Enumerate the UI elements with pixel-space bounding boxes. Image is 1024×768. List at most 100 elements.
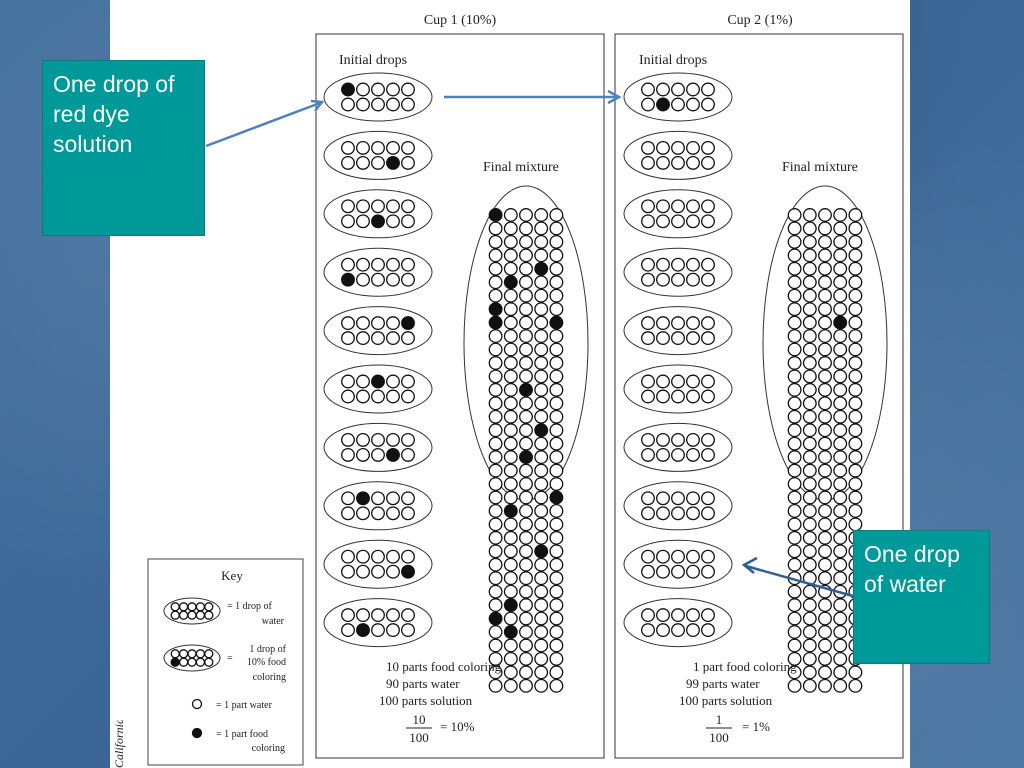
water-part — [671, 608, 685, 623]
water-part — [671, 389, 685, 404]
food-coloring-part — [503, 503, 518, 518]
water-part — [519, 625, 533, 639]
water-part — [787, 530, 802, 545]
water-part — [519, 436, 533, 451]
cup2-calc-line1: 1 part food coloring — [693, 659, 797, 674]
water-part — [818, 503, 832, 518]
water-part — [503, 221, 518, 236]
water-part — [549, 517, 564, 532]
water-part — [519, 356, 533, 370]
water-part — [802, 598, 817, 613]
water-part — [656, 331, 670, 346]
water-part — [371, 447, 385, 462]
water-part — [656, 491, 670, 506]
water-part — [802, 638, 817, 653]
cup1-calc-numerator: 10 — [413, 712, 426, 727]
key-title: Key — [221, 568, 243, 583]
water-part — [534, 208, 549, 222]
water-part — [519, 557, 533, 572]
water-part — [787, 382, 802, 397]
initial-drop — [623, 481, 733, 531]
water-part — [503, 423, 518, 438]
water-part — [701, 491, 715, 506]
water-part — [641, 199, 655, 214]
water-part — [818, 598, 832, 613]
water-part — [488, 490, 503, 505]
water-part — [802, 409, 817, 424]
water-part — [488, 638, 503, 653]
water-part — [503, 463, 518, 478]
water-part — [656, 549, 670, 564]
key-item1-line2: water — [262, 616, 285, 627]
water-part — [371, 608, 385, 623]
water-part — [671, 564, 685, 579]
water-part — [356, 389, 370, 404]
water-part — [503, 234, 518, 249]
water-part — [671, 374, 685, 389]
water-part — [549, 544, 564, 559]
water-part — [503, 369, 518, 384]
water-part — [519, 248, 533, 263]
water-part — [848, 288, 863, 303]
water-part — [488, 625, 503, 639]
cup1-title: Cup 1 (10%) — [424, 13, 497, 28]
initial-drop — [623, 422, 733, 472]
food-coloring-part — [503, 625, 518, 639]
water-part — [356, 316, 370, 331]
water-part — [519, 463, 533, 478]
water-part — [787, 248, 802, 263]
water-part — [701, 389, 715, 404]
water-part — [787, 275, 802, 290]
water-part — [534, 611, 549, 626]
water-part — [356, 140, 370, 155]
water-part — [833, 477, 848, 491]
water-part — [519, 638, 533, 653]
water-part — [488, 288, 503, 303]
water-part — [371, 389, 385, 404]
water-part — [356, 257, 370, 272]
water-part — [701, 623, 715, 638]
water-part — [701, 199, 715, 214]
water-part — [833, 248, 848, 263]
water-part — [341, 140, 355, 155]
water-part — [656, 432, 670, 447]
water-part — [519, 678, 533, 693]
water-part — [503, 517, 518, 532]
food-coloring-part — [356, 491, 370, 506]
water-part — [549, 477, 564, 491]
water-part — [341, 199, 355, 214]
water-part — [488, 409, 503, 424]
water-part — [386, 432, 400, 447]
water-part — [833, 221, 848, 236]
initial-drop — [323, 306, 433, 356]
water-part — [641, 155, 655, 170]
water-part — [787, 678, 802, 693]
key-box: Key = 1 drop of water = 1 drop of 10% fo… — [147, 558, 304, 766]
water-part — [671, 272, 685, 287]
water-part — [503, 665, 518, 680]
water-part — [818, 329, 832, 344]
cup2-calc-denominator: 100 — [709, 730, 729, 745]
water-part — [356, 506, 370, 521]
water-part — [488, 598, 503, 613]
key-item4-line2: coloring — [252, 743, 285, 754]
water-part — [386, 140, 400, 155]
water-part — [178, 602, 189, 612]
water-part — [833, 625, 848, 639]
water-part — [488, 261, 503, 276]
water-part — [671, 316, 685, 331]
drop-outline — [323, 189, 433, 239]
water-part — [686, 140, 700, 155]
water-part — [656, 608, 670, 623]
water-part — [686, 331, 700, 346]
water-part — [833, 557, 848, 572]
water-part — [503, 208, 518, 222]
cup2-initial-label: Initial drops — [639, 53, 707, 68]
water-part — [341, 331, 355, 346]
key-dye-drop — [163, 644, 221, 672]
water-part — [519, 221, 533, 236]
water-part — [802, 651, 817, 666]
water-part — [341, 316, 355, 331]
water-part — [656, 199, 670, 214]
water-part — [686, 623, 700, 638]
